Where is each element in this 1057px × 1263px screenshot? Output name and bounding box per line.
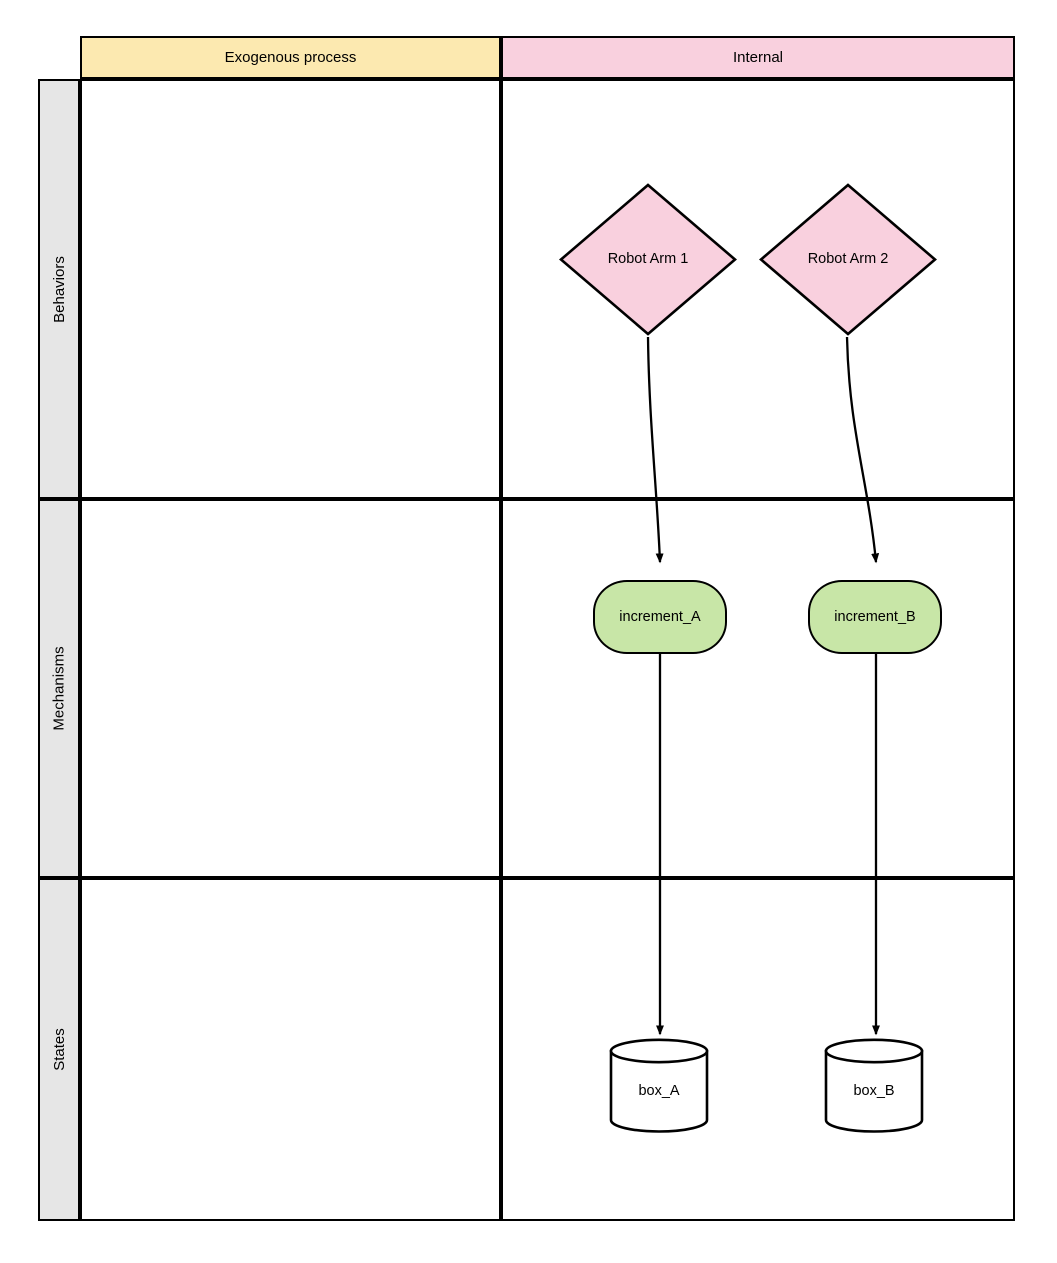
column-header-exogenous-label: Exogenous process [224, 49, 357, 66]
lane-cell-states-exogenous [80, 878, 501, 1221]
node-increment-b[interactable]: increment_B [808, 580, 942, 654]
node-robot-arm-2-label: Robot Arm 2 [807, 251, 889, 268]
row-label-behaviors[interactable]: Behaviors [38, 79, 80, 499]
row-label-states[interactable]: States [38, 878, 80, 1221]
lane-cell-mechanisms-exogenous [80, 499, 501, 878]
row-label-states-text: States [50, 1028, 68, 1071]
diamond-shape-robot-arm-1 [559, 183, 737, 336]
node-robot-arm-2[interactable]: Robot Arm 2 [758, 182, 938, 337]
lane-cell-mechanisms-internal [501, 499, 1015, 878]
node-box-b-label: box_B [853, 1083, 895, 1100]
row-label-mechanisms[interactable]: Mechanisms [38, 499, 80, 878]
column-header-internal[interactable]: Internal [501, 36, 1015, 79]
node-box-a[interactable]: box_A [609, 1038, 709, 1133]
node-increment-a-label: increment_A [619, 608, 701, 625]
node-increment-b-label: increment_B [834, 608, 916, 625]
cylinder-shape-box-a [609, 1038, 709, 1133]
lane-cell-states-internal [501, 878, 1015, 1221]
node-robot-arm-1-label: Robot Arm 1 [607, 251, 689, 268]
lane-cell-behaviors-exogenous [80, 79, 501, 499]
node-box-a-label: box_A [638, 1083, 680, 1100]
lane-cell-behaviors-internal [501, 79, 1015, 499]
cylinder-shape-box-b [824, 1038, 924, 1133]
diamond-shape-robot-arm-2 [759, 183, 937, 336]
row-label-mechanisms-text: Mechanisms [50, 646, 68, 731]
column-header-internal-label: Internal [732, 49, 784, 66]
column-header-exogenous-process[interactable]: Exogenous process [80, 36, 501, 79]
node-robot-arm-1[interactable]: Robot Arm 1 [558, 182, 738, 337]
node-increment-a[interactable]: increment_A [593, 580, 727, 654]
row-label-behaviors-text: Behaviors [50, 255, 68, 323]
node-box-b[interactable]: box_B [824, 1038, 924, 1133]
